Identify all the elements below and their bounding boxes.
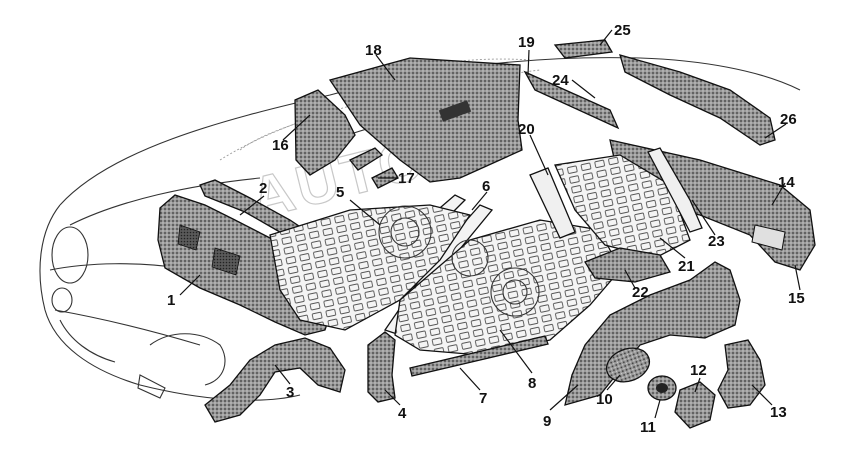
callout-labels: 1 2 3 4 5 6 7 8 9 10 11 12 13 14 15 16 1…	[167, 22, 805, 436]
callout-10: 10	[596, 391, 613, 408]
part-8-floor-mat-rear	[394, 219, 621, 356]
part-7-rocker-strip	[409, 335, 549, 377]
callout-17: 17	[398, 170, 415, 187]
part-floor-mat-front	[269, 204, 472, 331]
callout-26: 26	[780, 111, 797, 128]
callout-21: 21	[678, 258, 695, 275]
callout-22: 22	[632, 284, 649, 301]
part-22-rear-floor-pad	[584, 247, 671, 283]
callout-19: 19	[518, 34, 535, 51]
part-18-headliner-insulation	[328, 57, 523, 183]
callout-11: 11	[640, 419, 656, 436]
callout-9: 9	[543, 413, 551, 430]
part-11-grommet	[647, 375, 677, 401]
callout-1: 1	[167, 292, 175, 309]
part-16-panel	[294, 89, 356, 176]
part-12-plate	[674, 381, 716, 429]
callout-4: 4	[398, 405, 407, 422]
part-26-rear-rail	[619, 54, 776, 146]
callout-20: 20	[518, 121, 535, 138]
part-10-speaker-pad	[605, 347, 651, 383]
callout-18: 18	[365, 42, 382, 59]
part-13-bracket	[717, 339, 766, 409]
part-25-roof-rail	[553, 39, 614, 59]
callout-12: 12	[690, 362, 707, 379]
callout-5: 5	[336, 184, 344, 201]
callout-7: 7	[479, 390, 487, 407]
callout-14: 14	[778, 174, 795, 191]
callout-13: 13	[770, 404, 787, 421]
leader-lines	[179, 29, 801, 419]
callout-15: 15	[788, 290, 805, 307]
callout-16: 16	[272, 137, 289, 154]
callout-8: 8	[528, 375, 536, 392]
part-3-front-wheel-arch	[204, 337, 346, 423]
callout-2: 2	[259, 180, 267, 197]
part-4-sill-insulation	[367, 331, 396, 403]
callout-3: 3	[286, 384, 294, 401]
callout-24: 24	[552, 72, 569, 89]
part-21-rear-floor-mat	[554, 154, 691, 259]
part-24-roof-rail	[523, 70, 620, 130]
callout-6: 6	[482, 178, 490, 195]
part-20-pillar-strip	[529, 167, 576, 239]
part-23-arch-trim	[647, 147, 703, 233]
callout-25: 25	[614, 22, 631, 39]
callout-23: 23	[708, 233, 725, 250]
